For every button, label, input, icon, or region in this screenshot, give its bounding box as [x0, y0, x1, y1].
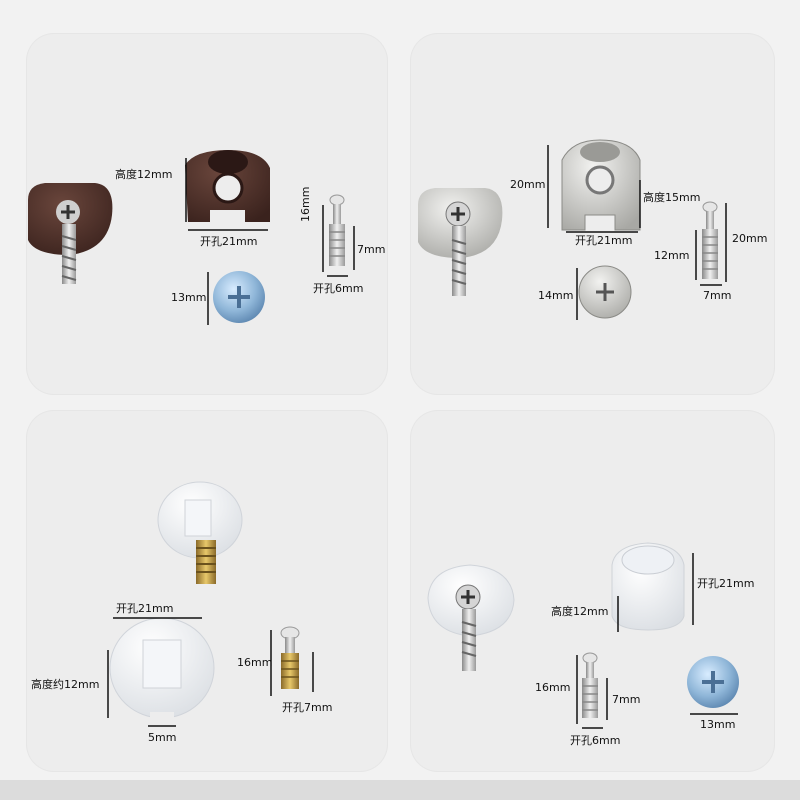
label-pin-length: 16mm	[237, 656, 273, 669]
label-pin-b: 20mm	[732, 232, 768, 245]
label-pin-a: 12mm	[654, 249, 690, 262]
label-pin-diameter: 7mm	[357, 243, 386, 256]
label-diameter: 14mm	[538, 289, 574, 302]
label-gap: 5mm	[148, 731, 177, 744]
label-height: 高度约12mm	[31, 678, 100, 691]
label-hole: 开孔21mm	[116, 602, 174, 615]
label-pin-hole: 开孔7mm	[282, 701, 333, 714]
label-pin-diameter: 7mm	[612, 693, 641, 706]
label-pin-hole: 开孔6mm	[313, 282, 364, 295]
panel-brown-cam	[26, 33, 388, 395]
label-diameter: 13mm	[171, 291, 207, 304]
panel-white-cam	[26, 410, 388, 772]
label-pin-length: 16mm	[299, 186, 312, 222]
label-pin-hole: 开孔6mm	[570, 734, 621, 747]
label-hole: 开孔21mm	[697, 577, 755, 590]
label-height-outer: 20mm	[510, 178, 546, 191]
label-pin-c: 7mm	[703, 289, 732, 302]
label-height: 高度12mm	[551, 605, 609, 618]
label-hole: 开孔21mm	[200, 235, 258, 248]
bottom-strip	[0, 780, 800, 800]
label-hole: 开孔21mm	[575, 234, 633, 247]
label-diameter: 13mm	[700, 718, 736, 731]
label-pin-length: 16mm	[535, 681, 571, 694]
label-height: 高度15mm	[643, 191, 701, 204]
label-height: 高度12mm	[115, 168, 173, 181]
panel-metal-cam	[410, 33, 775, 395]
